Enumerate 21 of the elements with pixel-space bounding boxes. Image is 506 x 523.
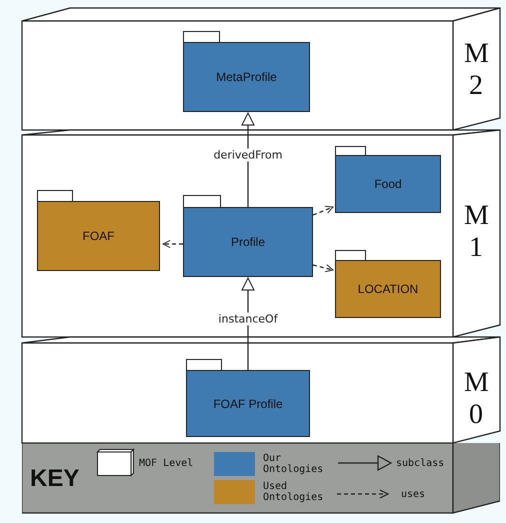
legend-text: MOF Level bbox=[139, 458, 194, 469]
level-label: M 0 bbox=[464, 367, 488, 432]
dashed-arrow bbox=[162, 240, 183, 248]
edge-label: derivedFrom bbox=[212, 148, 284, 162]
legend-text: Our Ontologies bbox=[263, 453, 324, 475]
level-label: M 1 bbox=[464, 200, 488, 264]
dashed-arrow bbox=[312, 206, 334, 216]
package-label: MetaProfile bbox=[216, 70, 277, 84]
legend-text: uses bbox=[401, 489, 426, 500]
package-label: FOAF bbox=[82, 229, 114, 243]
level-label: M 2 bbox=[464, 38, 488, 102]
legend-text: subclass bbox=[396, 458, 444, 469]
package-label: LOCATION bbox=[358, 282, 418, 296]
key-heading: KEY bbox=[30, 465, 80, 493]
package-label: FOAF Profile bbox=[213, 396, 283, 410]
package-label: Food bbox=[374, 177, 402, 191]
edge-label: instanceOf bbox=[216, 312, 280, 326]
package-label: Profile bbox=[230, 235, 265, 249]
legend-text: Used Ontologies bbox=[263, 481, 324, 503]
dashed-arrow bbox=[312, 264, 334, 272]
arrow bbox=[242, 278, 254, 370]
